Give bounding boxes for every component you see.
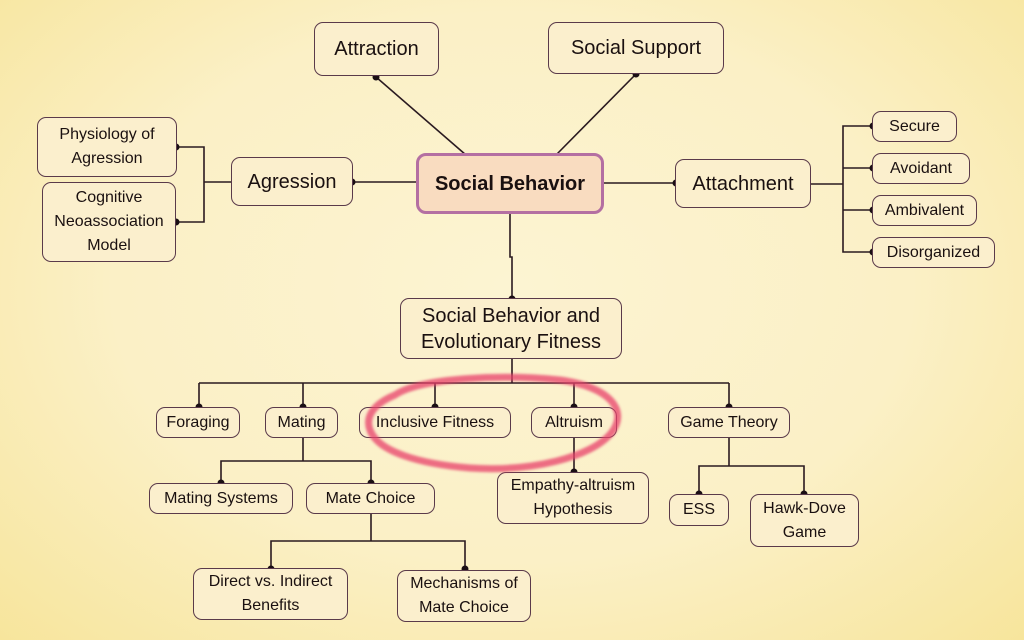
connector-mating-bracket [220, 460, 372, 483]
connector-attraction [375, 76, 467, 156]
node-social-behavior[interactable]: Social Behavior [416, 153, 604, 214]
connector-agression-children [176, 146, 205, 223]
node-agression[interactable]: Agression [231, 157, 353, 206]
connector-attachment-bracket [842, 125, 873, 253]
node-mate-choice[interactable]: Mate Choice [306, 483, 435, 514]
connector-mate-choice-bracket [270, 540, 466, 569]
node-ess[interactable]: ESS [669, 494, 729, 526]
node-attachment[interactable]: Attachment [675, 159, 811, 208]
node-mating[interactable]: Mating [265, 407, 338, 438]
connector-social-support [555, 73, 637, 156]
node-evolutionary-fitness[interactable]: Social Behavior and Evolutionary Fitness [400, 298, 622, 359]
node-altruism[interactable]: Altruism [531, 407, 617, 438]
node-physiology-of-agression[interactable]: Physiology of Agression [37, 117, 177, 177]
node-secure[interactable]: Secure [872, 111, 957, 142]
connector-evolution [509, 213, 513, 299]
connector-game-bracket [698, 465, 805, 494]
node-social-support[interactable]: Social Support [548, 22, 724, 74]
node-attraction[interactable]: Attraction [314, 22, 439, 76]
node-foraging[interactable]: Foraging [156, 407, 240, 438]
node-cognitive-neoassociation-model[interactable]: Cognitive Neoassociation Model [42, 182, 176, 262]
node-avoidant[interactable]: Avoidant [872, 153, 970, 184]
node-hawk-dove-game[interactable]: Hawk-Dove Game [750, 494, 859, 547]
node-mechanisms-of-mate-choice[interactable]: Mechanisms of Mate Choice [397, 570, 531, 622]
node-ambivalent[interactable]: Ambivalent [872, 195, 977, 226]
node-mating-systems[interactable]: Mating Systems [149, 483, 293, 514]
node-game-theory[interactable]: Game Theory [668, 407, 790, 438]
node-direct-vs-indirect-benefits[interactable]: Direct vs. Indirect Benefits [193, 568, 348, 620]
node-empathy-altruism-hypothesis[interactable]: Empathy-altruism Hypothesis [497, 472, 649, 524]
node-inclusive-fitness[interactable]: Inclusive Fitness [359, 407, 511, 438]
node-disorganized[interactable]: Disorganized [872, 237, 995, 268]
